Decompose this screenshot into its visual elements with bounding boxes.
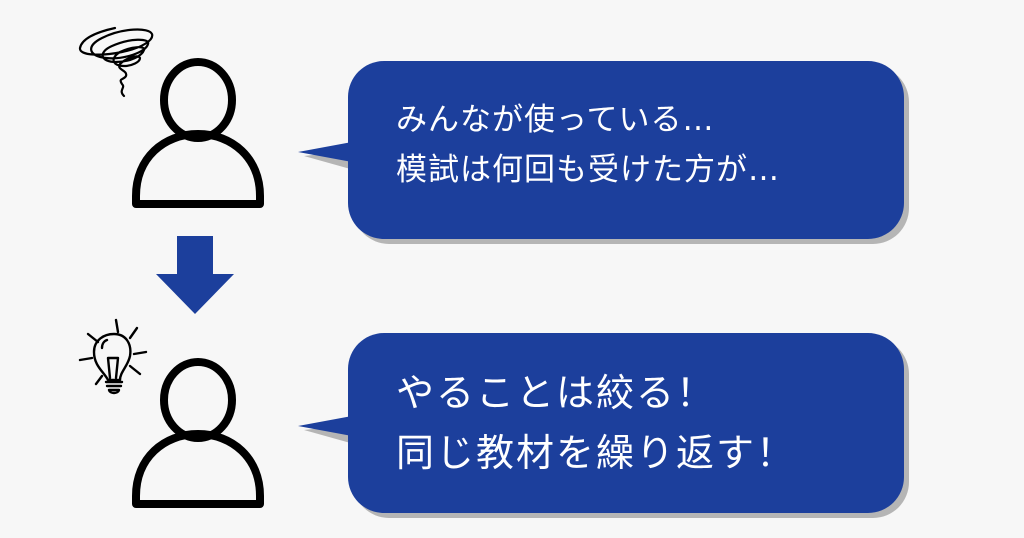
speech-bubble-top: みんなが使っている… 模試は何回も受けた方が…	[348, 61, 904, 239]
lightbulb-idea-icon	[74, 314, 164, 404]
speech-bubble-tail	[296, 136, 356, 170]
bubble-line: 模試は何回も受けた方が…	[396, 152, 780, 188]
person-outline-icon	[126, 358, 266, 508]
arrow-down-icon	[155, 236, 235, 316]
speech-bubble-tail	[296, 410, 356, 444]
person-outline-icon	[126, 58, 266, 208]
bubble-line: 同じ教材を繰り返す！	[396, 431, 797, 475]
scribble-confusion-icon	[72, 24, 162, 104]
speech-bubble-bottom: やることは絞る！ 同じ教材を繰り返す！	[348, 333, 904, 513]
bubble-line: みんなが使っている…	[396, 102, 715, 138]
bubble-line: やることは絞る！	[396, 371, 717, 415]
